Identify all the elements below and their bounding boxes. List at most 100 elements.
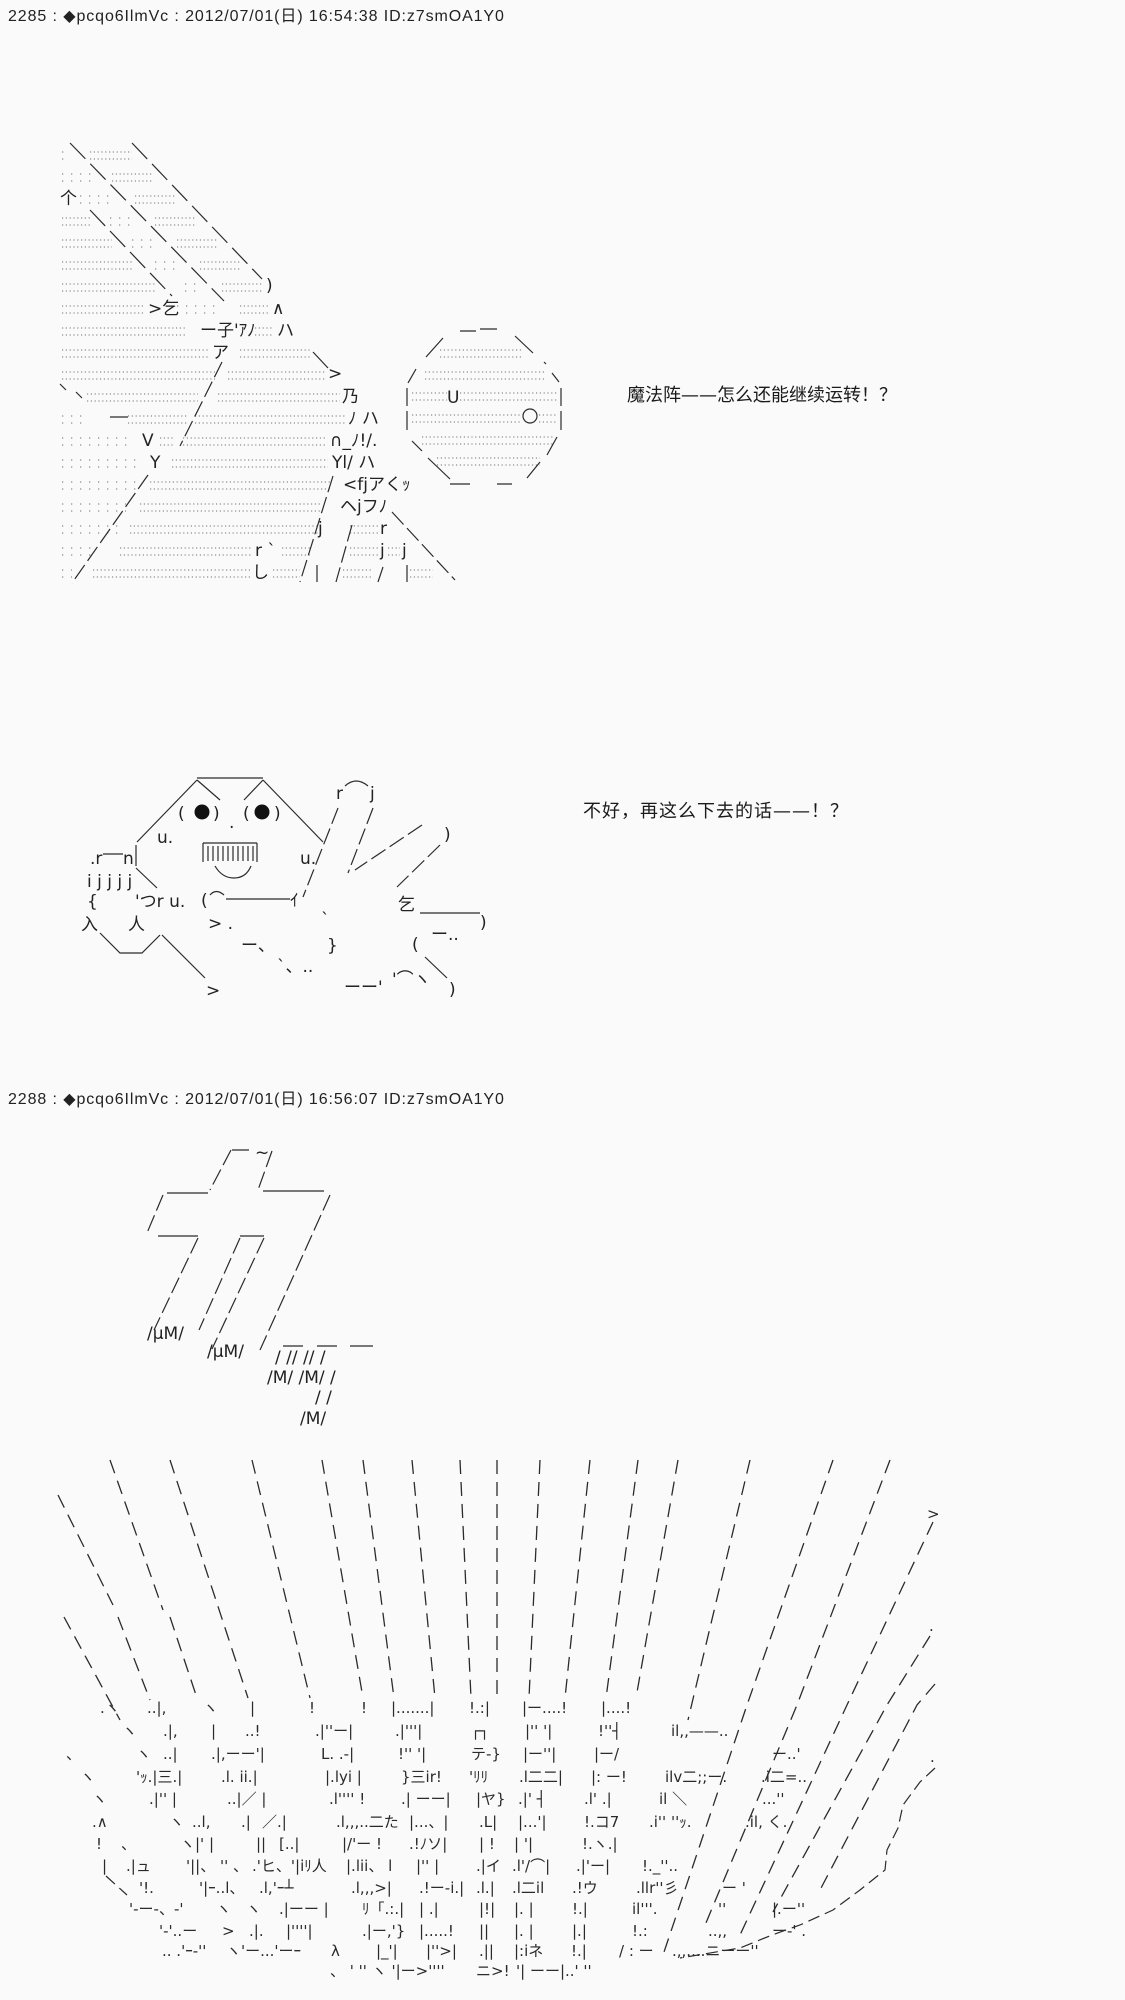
aa-glyph: .'ヒ、'|iﾘ人 bbox=[252, 1857, 327, 1875]
burst-rays bbox=[57, 1459, 936, 1956]
post-date: 2012/07/01(日) bbox=[185, 1091, 304, 1108]
aa-glyph: ハ bbox=[277, 321, 294, 341]
aa-glyph: |.lii、 l bbox=[346, 1857, 392, 1875]
aa-glyph: .il, く. bbox=[745, 1813, 787, 1831]
circle-icon bbox=[522, 408, 538, 424]
aa-glyph: |....! bbox=[601, 1699, 631, 1717]
aa-glyph: r bbox=[336, 784, 343, 804]
aa-glyph: |.....! bbox=[419, 1922, 454, 1940]
aa-glyph: > . bbox=[208, 914, 233, 934]
aa-glyph: ..| bbox=[163, 1745, 178, 1763]
aa-glyph: |...'| bbox=[518, 1813, 547, 1831]
aa-glyph: | '| bbox=[514, 1835, 533, 1853]
aa-glyph: ヽ bbox=[80, 1768, 95, 1786]
aa-glyph: ｲ bbox=[290, 891, 299, 911]
dialogue-line-1: 魔法阵——怎么还能继续运转！？ bbox=[627, 385, 897, 406]
poster-id: ID:z7smOA1Y0 bbox=[383, 1091, 505, 1108]
aa-glyph: .| bbox=[241, 1813, 251, 1831]
aa-glyph: .l,,,..二た bbox=[336, 1813, 399, 1831]
aa-glyph: .l'/⌒| bbox=[512, 1857, 550, 1875]
aa-glyph: .l.| bbox=[476, 1879, 495, 1897]
aa-glyph: ー子'ｱﾉ bbox=[200, 321, 256, 341]
aa-katakana-ka-art: ~ /µM/ /µM/ / // // / /M/ /M/ / / / /M/ bbox=[146, 1143, 373, 1429]
aa-glyph: |_'| bbox=[376, 1942, 398, 1961]
aa-glyph: .L| bbox=[479, 1813, 497, 1831]
ka-strokes bbox=[146, 1149, 331, 1351]
aa-glyph: j bbox=[317, 519, 323, 539]
aa-glyph: ...'' bbox=[762, 1790, 785, 1808]
circle-outline bbox=[406, 328, 562, 485]
aa-glyph: r bbox=[380, 519, 387, 539]
aa-glyph: |: ー! bbox=[591, 1768, 627, 1786]
aa-glyph: ~ bbox=[255, 1143, 269, 1163]
trip-code: ◆pcqo6IlmVc bbox=[63, 8, 170, 25]
aa-burst-art: > . . .ヽ ..|, ヽ | ! ! |.......| !.:| |ー.… bbox=[57, 1459, 940, 1980]
aa-glyph: '-ー-、-' bbox=[129, 1900, 184, 1918]
aa-glyph: ┌┐ bbox=[471, 1722, 489, 1740]
aa-glyph: .l,'ｰ┴ bbox=[259, 1878, 294, 1897]
aa-glyph: r ` bbox=[255, 541, 276, 561]
aa-glyph: |'' | bbox=[416, 1857, 439, 1875]
aa-glyph: <fjアくｯ bbox=[343, 475, 410, 495]
aa-glyph: ilv二;;ー. bbox=[665, 1768, 727, 1786]
aa-glyph: ) bbox=[274, 804, 281, 824]
aa-glyph: Y bbox=[149, 453, 161, 473]
aa-glyph: .l'''' ! bbox=[329, 1790, 365, 1808]
separator: : bbox=[169, 8, 186, 25]
eye-left-icon bbox=[194, 804, 210, 820]
aa-glyph: .llr''彡 bbox=[636, 1879, 679, 1897]
aa-glyph: |ー''| bbox=[523, 1745, 556, 1763]
aa-glyph: > bbox=[206, 981, 220, 1001]
aa-glyph: |:iネ bbox=[514, 1942, 543, 1960]
aa-glyph: .. .'ｰ-'' bbox=[162, 1942, 206, 1960]
aa-glyph: |.lyi | bbox=[325, 1768, 362, 1786]
aa-glyph: |ー....! bbox=[522, 1699, 567, 1717]
post-number: 2285 bbox=[8, 8, 48, 25]
aa-glyph: / / bbox=[315, 1388, 332, 1408]
aa-glyph: ヽ'ー...'ーｰ bbox=[226, 1942, 301, 1960]
post-date: 2012/07/01(日) bbox=[185, 8, 304, 25]
aa-glyph: し bbox=[252, 563, 269, 583]
aa-glyph: ヽ bbox=[216, 1900, 231, 1918]
circle-dotted-fill bbox=[412, 349, 558, 466]
aa-glyph: !._''.. bbox=[642, 1857, 678, 1876]
aa-glyph: >乞 bbox=[148, 299, 179, 319]
aa-glyph: > bbox=[222, 1922, 235, 1940]
aa-glyph: 'つr u. bbox=[135, 892, 185, 912]
aa-glyph: > bbox=[328, 364, 342, 384]
aa-glyph: |...、| bbox=[409, 1813, 448, 1831]
aa-glyph: | ! bbox=[479, 1835, 495, 1853]
aa-glyph: |/'ー ! bbox=[342, 1835, 382, 1853]
aa-glyph: j bbox=[379, 541, 385, 561]
aa-glyph: ` bbox=[321, 910, 330, 930]
aa-glyph: ( bbox=[201, 891, 208, 911]
aa-glyph: . bbox=[229, 813, 234, 833]
aa-glyph: .l二il bbox=[512, 1879, 544, 1897]
aa-triangle-art: 个 >乞 ∧ ) ー子'ｱﾉ ハ ア > 乃 ﾉ ハ ∩_ﾉ!/. Yl/ ハ … bbox=[59, 142, 456, 584]
separator: : bbox=[169, 1091, 186, 1108]
aa-glyph: }三ir! bbox=[401, 1768, 442, 1786]
aa-glyph: /M/ /M/ / bbox=[267, 1368, 336, 1388]
post-header-2285: 2285 : ◆pcqo6IlmVc : 2012/07/01(日) 16:54… bbox=[8, 7, 505, 27]
aa-glyph: .|'ー| bbox=[576, 1857, 610, 1875]
aa-glyph: ヽ bbox=[169, 1813, 184, 1831]
aa-glyph: ( bbox=[412, 935, 419, 955]
aa-glyph: 乃 bbox=[342, 387, 359, 407]
aa-glyph: ! bbox=[96, 1835, 102, 1853]
aa-glyph: ー.. bbox=[431, 925, 459, 945]
bowl-curve bbox=[105, 1767, 936, 1959]
aa-glyph: !.| bbox=[571, 1942, 587, 1960]
poster-id: ID:z7smOA1Y0 bbox=[383, 8, 505, 25]
separator: : bbox=[47, 8, 64, 25]
aa-glyph: Yl/ ハ bbox=[331, 453, 375, 473]
aa-glyph: [..| bbox=[279, 1835, 299, 1853]
aa-glyph: il ＼ bbox=[659, 1790, 687, 1808]
aa-glyph: .| ーー| bbox=[401, 1790, 451, 1808]
aa-glyph: n bbox=[123, 849, 134, 869]
aa-glyph: .l. ii.| bbox=[221, 1768, 258, 1786]
aa-glyph: 个 bbox=[60, 189, 77, 209]
aa-glyph: ..|, bbox=[147, 1699, 166, 1717]
eye-right-icon bbox=[254, 804, 270, 820]
aa-glyph: .ヽ bbox=[100, 1699, 120, 1717]
aa-glyph: '!. bbox=[139, 1879, 154, 1897]
